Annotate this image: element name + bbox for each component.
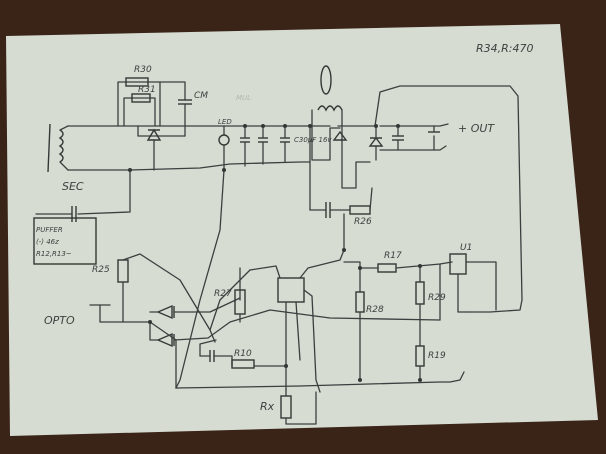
left-lower-wiring [33, 169, 131, 265]
top-rail [67, 85, 523, 313]
inductor-node [309, 65, 373, 251]
label-puffer-note1: (-) 46z [36, 238, 59, 246]
output-filter [368, 125, 440, 161]
junction-dots [128, 124, 422, 382]
label-r29: R29 [428, 293, 446, 303]
opto-block [89, 253, 441, 348]
label-r26: R26 [354, 217, 372, 227]
label-r28: R28 [366, 305, 384, 315]
feedback-network [343, 253, 497, 381]
label-r27: R27 [214, 289, 232, 299]
label-cm: CM [194, 91, 208, 101]
label-top-right: R34,R:470 [476, 42, 533, 55]
label-r31: R31 [138, 85, 156, 95]
led-cap-group [218, 125, 290, 171]
label-faint-note: MUL [236, 94, 251, 102]
label-opto: OPTO [44, 314, 75, 327]
label-r30: R30 [134, 65, 152, 75]
paper-sheet [6, 24, 598, 436]
label-sec: SEC [62, 180, 84, 193]
transformer-secondary [47, 123, 69, 173]
label-puffer-note2: R12,R13~ [36, 250, 72, 258]
label-r19: R19 [428, 351, 446, 361]
label-rx: Rx [260, 400, 275, 413]
bottom-rails [149, 321, 465, 425]
controller-ic [175, 169, 345, 393]
label-out: + OUT [458, 122, 495, 135]
label-u1: U1 [460, 243, 472, 253]
label-r25: R25 [92, 265, 110, 275]
r30-r31-block [117, 77, 192, 171]
label-puffer: PUFFER [36, 226, 63, 234]
label-led: LED [218, 118, 232, 126]
label-r17: R17 [384, 251, 402, 261]
label-r10: R10 [234, 349, 252, 359]
label-c-note: C30µF 16v [294, 136, 332, 144]
